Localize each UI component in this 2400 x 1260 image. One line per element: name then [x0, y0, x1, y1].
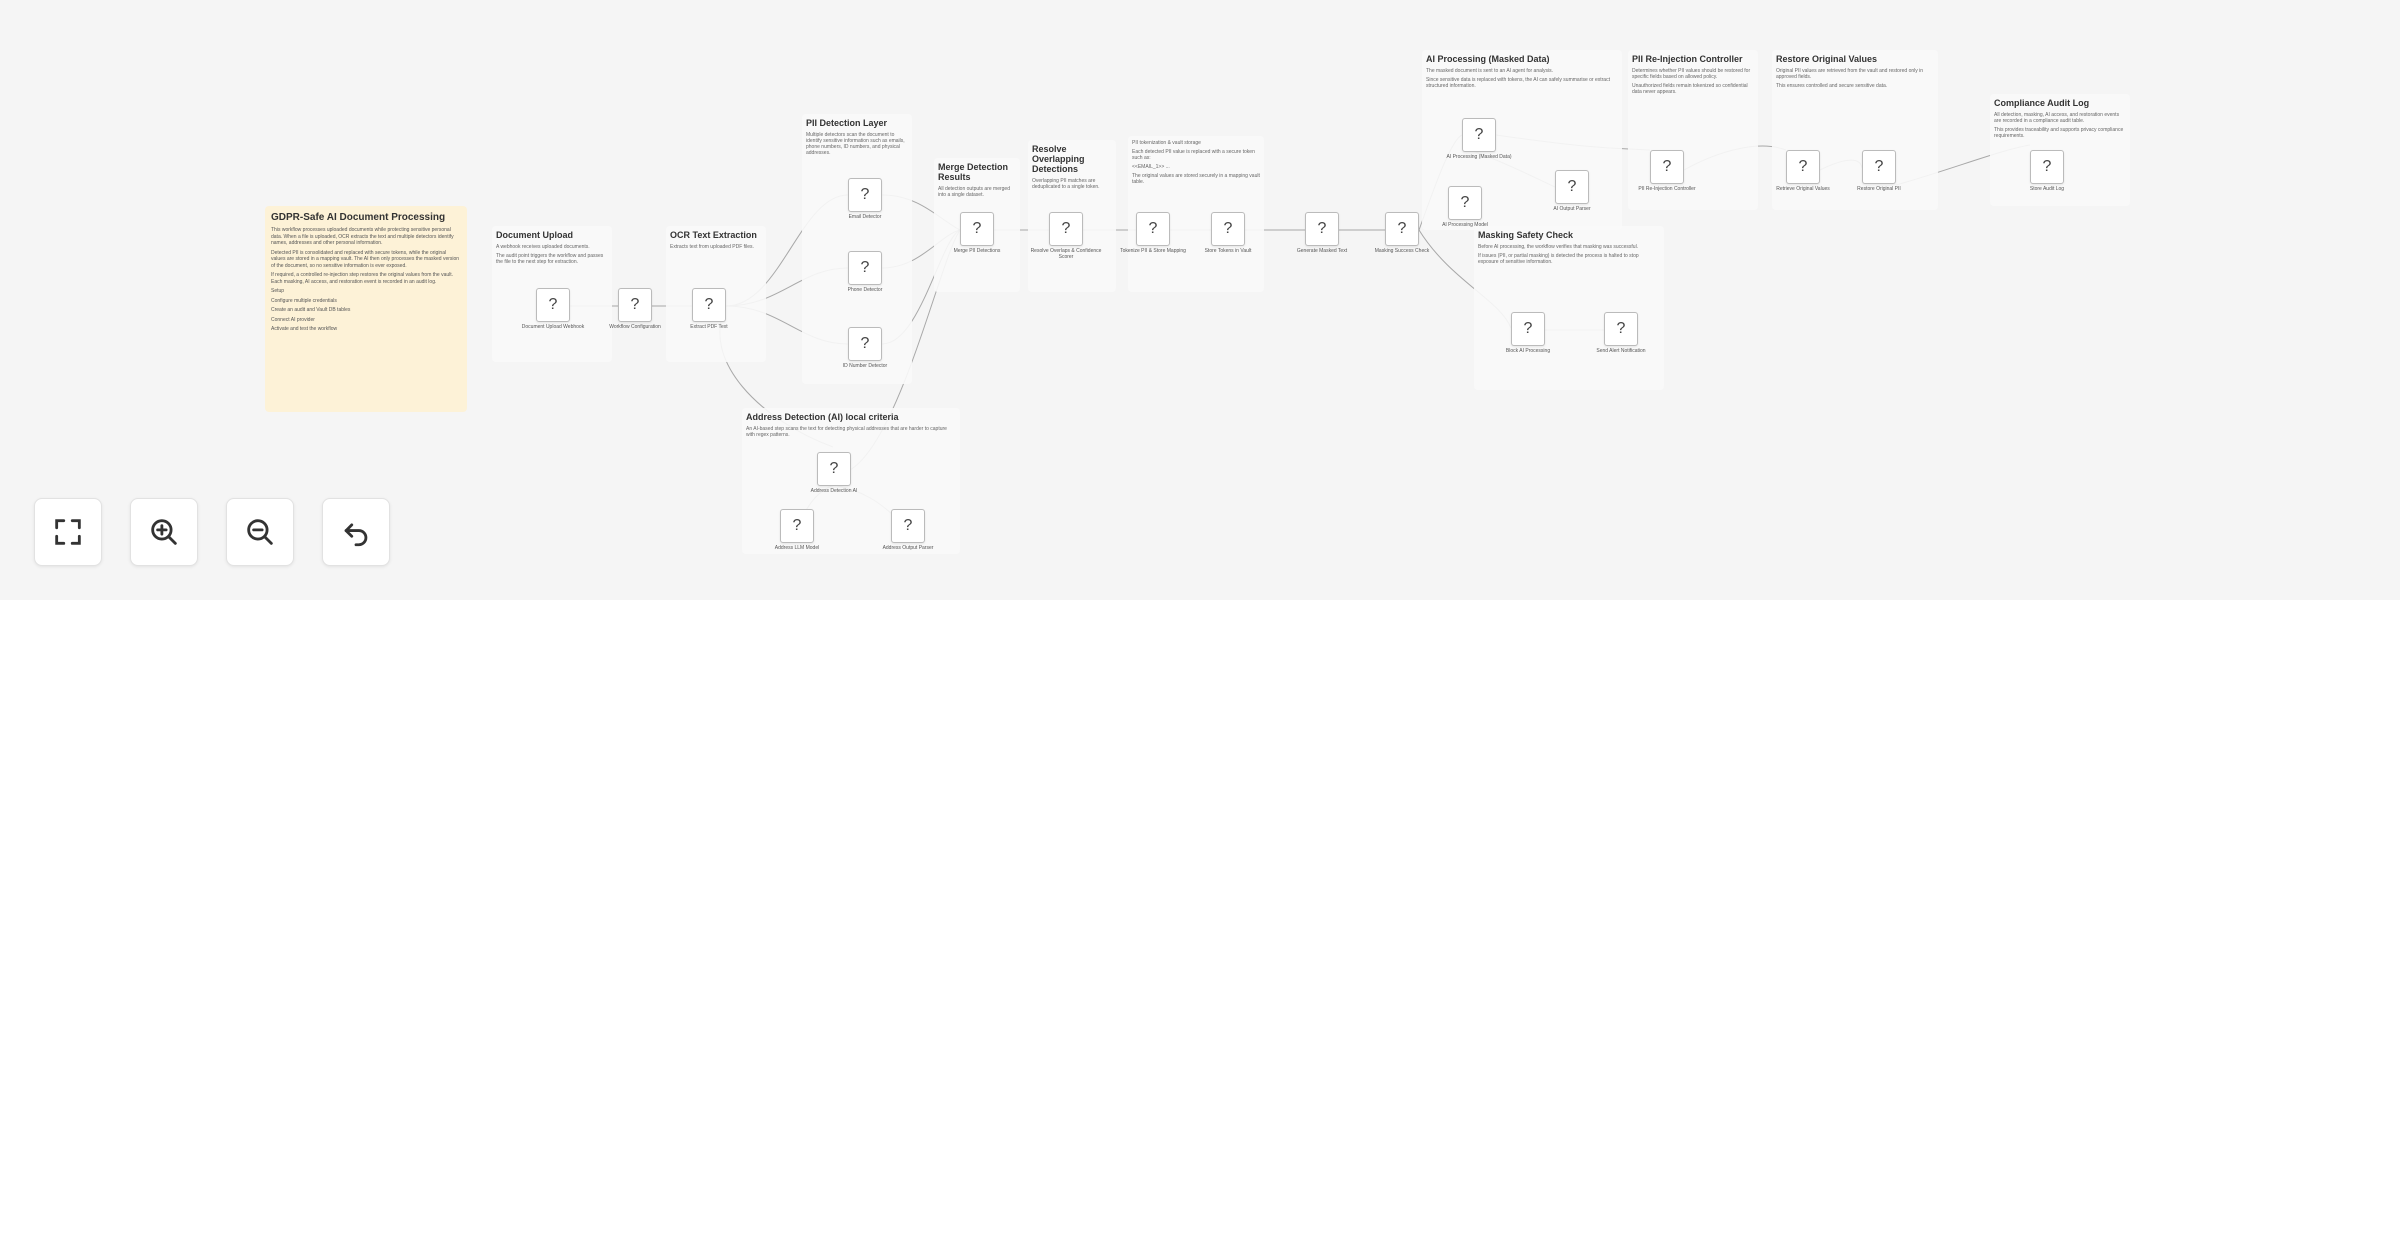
zoom-in-button[interactable] [130, 498, 198, 566]
workflow-node-resolve[interactable]: ? [1049, 212, 1083, 246]
workflow-node-tokenize[interactable]: ? [1136, 212, 1170, 246]
node-label: Email Detector [848, 214, 882, 220]
node-label: Retrieve Original Values [1776, 186, 1830, 192]
workflow-node-safety[interactable]: ? [1385, 212, 1419, 246]
node-label: Restore Original PII [1857, 186, 1901, 192]
unknown-node-icon: ? [860, 259, 870, 276]
unknown-node-icon: ? [1798, 158, 1808, 175]
node-label: Resolve Overlaps & Confidence Scorer [1030, 248, 1102, 260]
unknown-node-icon: ? [548, 296, 558, 313]
workflow-node-aimodel[interactable]: ? [1448, 186, 1482, 220]
unknown-node-icon: ? [1662, 158, 1672, 175]
workflow-node-addrparser[interactable]: ? [891, 509, 925, 543]
unknown-node-icon: ? [1223, 220, 1233, 237]
node-label: Address Detection AI [810, 488, 858, 494]
unknown-node-icon: ? [1397, 220, 1407, 237]
note-reinject: PII Re-Injection Controller Determines w… [1628, 50, 1758, 210]
node-label: AI Processing Model [1442, 222, 1488, 228]
unknown-node-icon: ? [704, 296, 714, 313]
unknown-node-icon: ? [1616, 320, 1626, 337]
workflow-node-aiagent[interactable]: ? [1462, 118, 1496, 152]
workflow-node-addrmodel[interactable]: ? [780, 509, 814, 543]
zoom-out-icon [247, 519, 273, 545]
workflow-node-addrai[interactable]: ? [817, 452, 851, 486]
node-label: AI Processing (Masked Data) [1446, 154, 1512, 160]
unknown-node-icon: ? [829, 460, 839, 477]
node-label: AI Output Parser [1553, 206, 1591, 212]
workflow-node-id[interactable]: ? [848, 327, 882, 361]
node-label: Extract PDF Text [690, 324, 728, 330]
node-label: Address Output Parser [882, 545, 934, 551]
unknown-node-icon: ? [860, 335, 870, 352]
unknown-node-icon: ? [1061, 220, 1071, 237]
workflow-node-retrieve[interactable]: ? [1786, 150, 1820, 184]
node-label: Block AI Processing [1505, 348, 1551, 354]
unknown-node-icon: ? [1567, 178, 1577, 195]
workflow-node-upload[interactable]: ? [536, 288, 570, 322]
unknown-node-icon: ? [860, 186, 870, 203]
node-label: Generate Masked Text [1296, 248, 1348, 254]
workflow-node-audit1[interactable]: ? [1305, 212, 1339, 246]
workflow-node-alert[interactable]: ? [1604, 312, 1638, 346]
workflow-node-config[interactable]: ? [618, 288, 652, 322]
workflow-node-vault[interactable]: ? [1211, 212, 1245, 246]
workflow-node-restore[interactable]: ? [1862, 150, 1896, 184]
node-label: Store Tokens in Vault [1204, 248, 1252, 254]
node-label: ID Number Detector [842, 363, 888, 369]
zoom-out-button[interactable] [226, 498, 294, 566]
note-main: GDPR-Safe AI Document Processing This wo… [265, 206, 467, 412]
node-label: Send Alert Notification [1596, 348, 1646, 354]
note-safety: Masking Safety Check Before AI processin… [1474, 226, 1664, 390]
workflow-node-ocr[interactable]: ? [692, 288, 726, 322]
node-label: Tokenize PII & Store Mapping [1120, 248, 1186, 254]
note-address: Address Detection (AI) local criteria An… [742, 408, 960, 554]
unknown-node-icon: ? [792, 517, 802, 534]
workflow-node-phone[interactable]: ? [848, 251, 882, 285]
workflow-node-reinject[interactable]: ? [1650, 150, 1684, 184]
node-label: Document Upload Webhook [521, 324, 585, 330]
fullscreen-icon [55, 519, 81, 545]
unknown-node-icon: ? [1523, 320, 1533, 337]
unknown-node-icon: ? [1317, 220, 1327, 237]
unknown-node-icon: ? [1474, 126, 1484, 143]
fit-view-button[interactable] [34, 498, 102, 566]
reset-zoom-button[interactable] [322, 498, 390, 566]
unknown-node-icon: ? [1874, 158, 1884, 175]
node-label: Merge PII Detections [953, 248, 1001, 254]
unknown-node-icon: ? [2042, 158, 2052, 175]
node-label: Address LLM Model [774, 545, 820, 551]
unknown-node-icon: ? [972, 220, 982, 237]
workflow-canvas[interactable]: GDPR-Safe AI Document Processing This wo… [0, 0, 2400, 600]
workflow-node-email[interactable]: ? [848, 178, 882, 212]
node-label: Masking Success Check [1374, 248, 1430, 254]
workflow-node-auditlog[interactable]: ? [2030, 150, 2064, 184]
zoom-in-icon [151, 519, 177, 545]
note-restore: Restore Original Values Original PII val… [1772, 50, 1938, 210]
unknown-node-icon: ? [903, 517, 913, 534]
node-label: Workflow Configuration [609, 324, 661, 330]
node-label: Store Audit Log [2029, 186, 2065, 192]
workflow-node-aioutput[interactable]: ? [1555, 170, 1589, 204]
undo-icon [344, 523, 368, 547]
note-title: GDPR-Safe AI Document Processing [271, 212, 446, 223]
unknown-node-icon: ? [1148, 220, 1158, 237]
unknown-node-icon: ? [1460, 194, 1470, 211]
node-label: PII Re-Injection Controller [1638, 186, 1696, 192]
node-label: Phone Detector [847, 287, 883, 293]
workflow-node-block[interactable]: ? [1511, 312, 1545, 346]
unknown-node-icon: ? [630, 296, 640, 313]
workflow-node-merge[interactable]: ? [960, 212, 994, 246]
